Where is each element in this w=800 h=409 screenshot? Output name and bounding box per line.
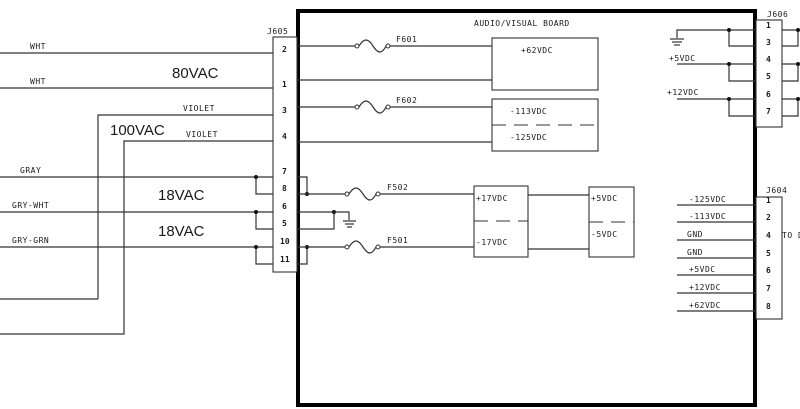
wire-violet-1 (97, 114, 273, 299)
junction-dot (254, 175, 258, 179)
fuse-label: F501 (387, 236, 408, 245)
j604-pin: 2 (766, 213, 771, 222)
j604-signal: +5VDC (689, 265, 716, 274)
j605-pin: 10 (280, 237, 290, 246)
board-title: AUDIO/VISUAL BOARD (474, 19, 570, 28)
supply-block-62v (491, 37, 599, 91)
jumper (728, 64, 755, 82)
supply-output: -5VDC (591, 230, 618, 239)
jumper-10-11 (255, 247, 273, 265)
supply-output: +62VDC (521, 46, 553, 55)
wire-label: GRY-GRN (12, 236, 49, 245)
j604-connector (755, 196, 783, 320)
j604-pin: 7 (766, 284, 771, 293)
j605-pin: 4 (282, 132, 287, 141)
voltage-annotation: 18VAC (158, 223, 205, 240)
wire-label: WHT (30, 42, 46, 51)
j605-pin: 3 (282, 106, 287, 115)
j606-pin: 7 (766, 107, 771, 116)
jumper (298, 176, 308, 194)
j604-pin: 5 (766, 249, 771, 258)
fuse-label: F502 (387, 183, 408, 192)
j604-signal: GND (687, 230, 703, 239)
j604-pin: 8 (766, 302, 771, 311)
wire-label: GRAY (20, 166, 41, 175)
j604-signal: -113VDC (689, 212, 726, 221)
jumper (728, 29, 755, 47)
j605-connector (272, 36, 298, 273)
supply-output: -17VDC (476, 238, 508, 247)
ground-loop (298, 211, 335, 230)
j606-signal: +5VDC (669, 54, 696, 63)
j605-pin: 5 (282, 219, 287, 228)
fuse-label: F602 (396, 96, 417, 105)
ground-icon (670, 29, 729, 46)
voltage-annotation: 18VAC (158, 187, 205, 204)
junction-dot (727, 28, 731, 32)
fuse-icon (354, 39, 391, 53)
j604-signal: GND (687, 248, 703, 257)
j604-pin: 6 (766, 266, 771, 275)
fuse-icon (354, 100, 391, 114)
j604-pin: 4 (766, 231, 771, 240)
j604-label: J604 (766, 186, 787, 195)
junction-dot (796, 62, 800, 66)
wire-label: VIOLET (186, 130, 218, 139)
fuse-icon (344, 240, 381, 254)
supply-output: +5VDC (591, 194, 618, 203)
j605-pin: 11 (280, 255, 290, 264)
wire-label: WHT (30, 77, 46, 86)
j606-pin: 6 (766, 90, 771, 99)
j604-signal: +62VDC (689, 301, 721, 310)
wire-label: VIOLET (183, 104, 215, 113)
supply-output: -113VDC (510, 107, 547, 116)
junction-dot (254, 245, 258, 249)
ground-icon (334, 211, 356, 228)
supply-output: +17VDC (476, 194, 508, 203)
wire-violet-2 (0, 140, 273, 335)
j604-pin-rows (677, 204, 755, 312)
j605-label: J605 (267, 27, 288, 36)
jumper (782, 29, 799, 47)
j604-signal: +12VDC (689, 283, 721, 292)
junction-dot (796, 28, 800, 32)
j606-signal: +12VDC (667, 88, 699, 97)
junction-dot (727, 97, 731, 101)
j605-pin: 7 (282, 167, 287, 176)
jumper (782, 63, 799, 82)
j604-pin: 1 (766, 196, 771, 205)
voltage-annotation: 100VAC (110, 122, 165, 139)
j605-pin: 6 (282, 202, 287, 211)
supply-output: -125VDC (510, 133, 547, 142)
junction-dot (727, 62, 731, 66)
j606-pin: 1 (766, 21, 771, 30)
j606-label: J606 (767, 10, 788, 19)
j604-signal: -125VDC (689, 195, 726, 204)
j606-pin: 4 (766, 55, 771, 64)
j604-destination: TO DRI (782, 231, 800, 240)
fuse-label: F601 (396, 35, 417, 44)
j605-pin: 2 (282, 45, 287, 54)
wire-label: GRY-WHT (12, 201, 49, 210)
jumper (728, 99, 755, 117)
voltage-annotation: 80VAC (172, 65, 219, 82)
junction-dot (254, 210, 258, 214)
j606-pin: 5 (766, 72, 771, 81)
j606-connector (755, 19, 783, 128)
j605-pin: 8 (282, 184, 287, 193)
jumper-7-8 (255, 177, 273, 195)
jumper (298, 247, 308, 265)
jumper-6-5 (255, 212, 273, 230)
fuse-icon (344, 187, 381, 201)
junction-dot (796, 97, 800, 101)
jumper (782, 98, 799, 117)
j606-pin: 3 (766, 38, 771, 47)
j605-pin: 1 (282, 80, 287, 89)
